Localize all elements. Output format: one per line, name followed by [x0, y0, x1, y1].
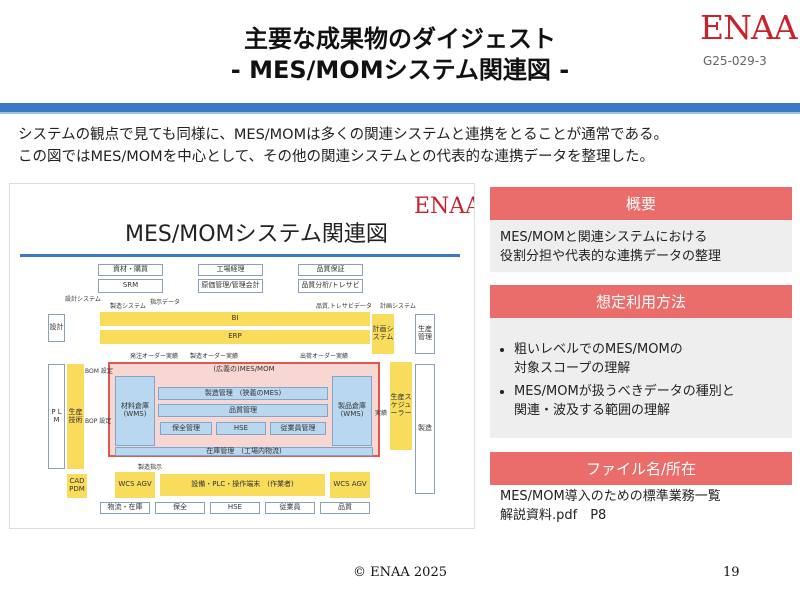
group-accounting: 工場経理 — [198, 264, 263, 276]
material-wms-box: 材料倉庫(WMS) — [115, 376, 155, 446]
mfg-box: 製造 — [415, 364, 435, 494]
note-mfg-instruction: 製造指示 — [138, 464, 163, 471]
cost-mgmt-box: 原価管理/管理会計 — [198, 279, 263, 293]
prod-tech-box: 生産技術 — [67, 364, 84, 469]
file-line1: MES/MOM導入のための標準業務一覧 — [500, 489, 721, 504]
intro-text: システムの観点で見ても同様に、MES/MOMは多くの関連システムと連携をとること… — [18, 124, 668, 168]
file-panel: MES/MOM導入のための標準業務一覧 解説資料.pdf P8 — [490, 485, 792, 527]
copyright: © ENAA 2025 — [353, 565, 447, 580]
wcs-agv-left: WCS AGV — [115, 472, 155, 498]
plan-box: 計画システム — [372, 314, 394, 354]
usage-bullet-1: 粗いレベルでのMES/MOMの 対象スコープの理解 — [514, 340, 792, 378]
overview-panel: MES/MOMと関連システムにおける 役割分担や代表的な連携データの整理 — [490, 220, 792, 272]
usage-bullet-1-line1: 粗いレベルでのMES/MOMの — [514, 342, 683, 357]
mfg-exec-box: 製造管理 (狭義のMES) — [158, 387, 328, 400]
system-diagram: MES/MOMシステム関連図 ENAA 資材・購買 工場経理 品質保証 SRM … — [9, 183, 475, 529]
bottom-quality: 品質 — [320, 502, 370, 514]
file-heading: ファイル名/所在 — [490, 452, 792, 485]
wcs-agv-right: WCS AGV — [330, 472, 370, 498]
bi-bar: BI — [100, 312, 370, 326]
mes-mom-label: (広義の)MES/MOM — [213, 365, 275, 373]
file-line2: 解説資料.pdf P8 — [500, 508, 607, 523]
intro-line1: システムの観点で見ても同様に、MES/MOMは多くの関連システムと連携をとること… — [18, 127, 669, 143]
usage-heading: 想定利用方法 — [490, 285, 792, 318]
note-quality-data: 品質,トレサビデータ — [316, 303, 372, 310]
header-rule — [0, 103, 800, 112]
bottom-hse: HSE — [210, 502, 260, 514]
note-shipment-order: 出荷オーダー実績 — [300, 353, 349, 360]
note-bom: BOM 設定 — [85, 368, 113, 375]
page-number: 19 — [723, 565, 740, 580]
diagram-title: MES/MOMシステム関連図 — [125, 222, 388, 247]
enaa-logo: ENAA — [700, 8, 798, 47]
usage-panel: 粗いレベルでのMES/MOMの 対象スコープの理解 MES/MOMが扱うべきデー… — [490, 318, 792, 438]
bottom-logistics: 物流・在庫 — [100, 502, 150, 514]
cad-pdm-box: CAD PDM — [67, 474, 87, 498]
page-title: 主要な成果物のダイジェスト - MES/MOMシステム関連図 - — [0, 24, 800, 86]
equipment-box: 設備・PLC・操作端末 (作業者) — [160, 474, 325, 496]
group-qa: 品質保証 — [298, 264, 363, 276]
hse-box: HSE — [216, 422, 266, 435]
label-plan-sys: 計画システム — [380, 303, 416, 310]
maintenance-box: 保全管理 — [160, 422, 212, 435]
doc-code: G25-029-3 — [703, 54, 767, 68]
usage-bullet-2: MES/MOMが扱うべきデータの種別と 関連・波及する範囲の理解 — [514, 382, 792, 420]
usage-bullet-1-line2: 対象スコープの理解 — [514, 361, 631, 376]
bottom-labor: 従業員 — [265, 502, 315, 514]
erp-bar: ERP — [100, 330, 370, 344]
label-design-sys: 設計システム — [65, 296, 101, 303]
prod-plan-box: 生産管理 — [415, 314, 435, 354]
header-rule-light — [0, 112, 800, 114]
plm-box: P L M — [48, 364, 65, 469]
product-wms-box: 製品倉庫(WMS) — [332, 376, 372, 446]
diagram-rule — [20, 254, 460, 257]
labor-box: 従業員管理 — [270, 422, 326, 435]
usage-bullet-2-line2: 関連・波及する範囲の理解 — [514, 403, 671, 418]
title-line1: 主要な成果物のダイジェスト — [244, 25, 556, 53]
intro-line2: この図ではMES/MOMを中心として、その他の関連システムとの代表的な連携データ… — [18, 149, 654, 165]
note-bop: BOP 設定 — [85, 418, 112, 425]
note-instruction: 指示データ — [150, 299, 181, 306]
label-mfg-sys: 製造システム — [110, 303, 146, 310]
group-purchasing: 資材・購買 — [98, 264, 163, 276]
overview-line2: 役割分担や代表的な連携データの整理 — [500, 249, 722, 264]
bottom-maintenance: 保全 — [155, 502, 205, 514]
quality-box: 品質管理 — [158, 404, 328, 417]
note-result: 実績 — [375, 410, 388, 417]
inventory-box: 在庫管理 (工場内物流) — [115, 447, 373, 456]
overview-line1: MES/MOMと関連システムにおける — [500, 230, 708, 245]
usage-bullet-2-line1: MES/MOMが扱うべきデータの種別と — [514, 384, 735, 399]
design-box: 設計 — [48, 314, 65, 342]
overview-heading: 概要 — [490, 187, 792, 220]
diagram-logo: ENAA — [414, 194, 475, 219]
note-purchase-order: 発注オーダー実績 — [130, 353, 179, 360]
title-line2: - MES/MOMシステム関連図 - — [230, 56, 570, 84]
quality-analysis-box: 品質分析/トレサビ — [298, 279, 363, 293]
srm-box: SRM — [98, 279, 163, 293]
scheduler-box: 生産スケジューラー — [390, 362, 412, 450]
note-mfg-order: 製造オーダー実績 — [190, 353, 239, 360]
